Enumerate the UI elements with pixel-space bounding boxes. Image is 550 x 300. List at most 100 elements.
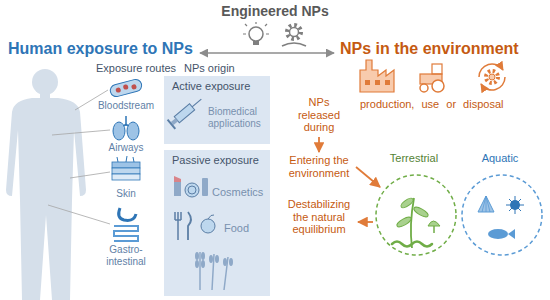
item-label: Food <box>224 222 264 235</box>
lipstick-tip <box>174 176 181 182</box>
shell <box>478 196 494 212</box>
urchin <box>510 200 520 210</box>
box-heading: Passive exposure <box>172 154 264 167</box>
bulb-base <box>253 41 259 45</box>
text-slot: Cosmetics <box>212 186 266 199</box>
gear-teeth <box>486 71 498 83</box>
knife <box>188 212 191 240</box>
skin-icon <box>112 156 140 180</box>
cycle-arrow <box>481 77 505 90</box>
head <box>32 69 58 95</box>
compact-inner <box>188 186 196 194</box>
needle <box>192 99 201 107</box>
wheat <box>200 252 228 290</box>
intestine <box>114 226 138 241</box>
text-slot: NPs in the environment <box>340 40 540 58</box>
grain <box>229 258 233 266</box>
wheel <box>432 80 444 92</box>
flow-arrow <box>358 221 373 223</box>
bulb-rays <box>243 22 269 34</box>
grain <box>223 258 227 266</box>
leaf <box>400 197 415 210</box>
lipstick <box>174 182 181 196</box>
lung <box>113 122 125 140</box>
bloodstream-icon <box>109 78 143 98</box>
box-heading: Active exposure <box>172 80 264 93</box>
flow-arrow <box>356 167 380 187</box>
skin-layer <box>112 162 140 168</box>
urchin-spines <box>506 196 524 214</box>
flow-arrow <box>318 137 320 152</box>
apple <box>201 219 215 233</box>
text-slot: Food <box>224 222 264 235</box>
fish <box>488 229 508 239</box>
flow-label: NPs released during <box>288 96 350 134</box>
bulb <box>249 27 263 41</box>
text-slot: Aquatic <box>456 152 544 165</box>
habitat-outline <box>462 175 542 255</box>
worm <box>392 242 432 247</box>
aquatic-life <box>478 196 524 239</box>
column-heading: NPs origin <box>184 62 264 75</box>
route-label: Gastro-intestinal <box>100 244 152 267</box>
body <box>6 98 86 300</box>
text-slot: Human exposure to NPs <box>8 40 203 58</box>
plant-stem <box>411 198 414 248</box>
habitat-label: Aquatic <box>456 152 544 165</box>
text-slot: production, use or disposal <box>360 98 540 111</box>
skin-layer <box>112 168 140 174</box>
flow-label: Entering the environment <box>284 154 354 179</box>
blood-cell <box>123 84 129 90</box>
figure-title: Engineered NPs <box>175 3 375 19</box>
circle-outline <box>370 152 462 258</box>
text-slot: Biomedical applications <box>208 106 266 129</box>
gut-icon <box>114 208 138 241</box>
text-slot: Bloodstream <box>92 100 160 112</box>
item-label: Biomedical applications <box>208 106 266 129</box>
section-heading: Human exposure to NPs <box>8 40 203 58</box>
factory <box>360 60 394 92</box>
syringe-icon <box>168 95 206 129</box>
human-silhouette <box>6 69 86 300</box>
blood-cell <box>131 84 137 90</box>
gear-body <box>489 74 495 80</box>
text-slot: Active exposure <box>172 80 264 93</box>
text-slot: Skin <box>92 188 160 200</box>
hair <box>117 156 134 162</box>
flow-label: Destabilizing the natural equilibrium <box>282 198 356 236</box>
column-heading: Exposure routes <box>96 62 180 75</box>
gear-icon <box>282 25 306 46</box>
idea-icon <box>243 22 269 45</box>
barrel <box>174 104 194 123</box>
route-label: Bloodstream <box>92 100 160 112</box>
leader-line <box>48 205 110 224</box>
window <box>375 80 380 85</box>
grain <box>209 255 213 263</box>
stomach <box>119 208 136 220</box>
flow-label: production, use or disposal <box>360 98 540 111</box>
leader-line <box>52 130 110 135</box>
box-fill <box>164 76 270 144</box>
compact <box>185 183 199 197</box>
text-slot: NPs released during <box>288 96 350 134</box>
factory-icon <box>360 60 394 92</box>
text-slot: Engineered NPs <box>175 3 375 19</box>
shell-ribs <box>482 196 490 212</box>
grain <box>195 252 199 260</box>
wheat-stem <box>200 252 228 290</box>
text-slot: Gastro-intestinal <box>100 244 152 267</box>
bottle <box>202 178 208 196</box>
item-label: Cosmetics <box>212 186 266 199</box>
leaf <box>413 205 430 218</box>
route-label: Skin <box>92 188 160 200</box>
vessel <box>109 78 143 98</box>
tractor-icon <box>420 64 444 92</box>
text-slot: NPs origin <box>184 62 264 75</box>
text-slot: Destabilizing the natural equilibrium <box>282 198 356 236</box>
exposure-box: Passive exposureCosmeticsFood <box>164 150 270 296</box>
hand <box>282 43 306 46</box>
grain <box>201 252 205 260</box>
fish-tail <box>508 229 515 239</box>
leader-line <box>70 172 110 178</box>
wheel <box>420 84 428 92</box>
